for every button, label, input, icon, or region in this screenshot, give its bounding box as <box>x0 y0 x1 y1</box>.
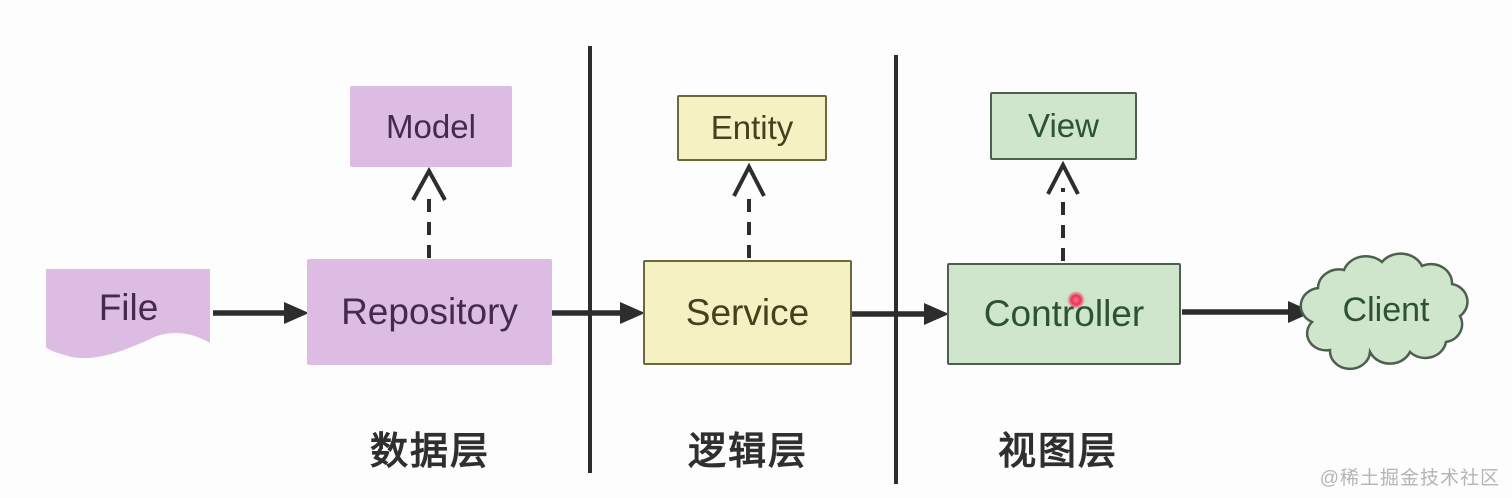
flow-arrowheads <box>284 301 1313 325</box>
node-view: View <box>990 92 1137 160</box>
laser-pointer-dot-icon <box>1067 291 1085 309</box>
open-arrowhead-to-entity <box>732 162 766 197</box>
arrowhead-to-service <box>620 302 645 324</box>
arrowhead-to-controller <box>924 303 949 325</box>
open-arrowhead-to-model <box>411 166 447 201</box>
flow-arrows <box>213 309 1290 317</box>
layer-caption-logic: 逻辑层 <box>687 430 808 473</box>
node-client-label: Client <box>1342 290 1430 329</box>
document-shape <box>46 269 210 359</box>
node-service: Service <box>643 260 852 365</box>
node-repository: Repository <box>307 259 552 365</box>
cloud-shape <box>1299 252 1469 371</box>
node-model: Model <box>350 86 512 167</box>
node-controller: Controller <box>947 263 1181 365</box>
node-entity: Entity <box>677 95 827 161</box>
layer-caption-data: 数据层 <box>369 430 490 473</box>
watermark: @稀土掘金技术社区 <box>1319 468 1500 489</box>
node-file-label: File <box>98 287 159 328</box>
arrowhead-to-client <box>1288 301 1313 323</box>
layer-caption-view: 视图层 <box>997 430 1118 473</box>
open-arrowhead-to-view <box>1046 160 1080 195</box>
dashed-arrows <box>411 160 1080 261</box>
arrowhead-to-repository <box>284 302 309 324</box>
